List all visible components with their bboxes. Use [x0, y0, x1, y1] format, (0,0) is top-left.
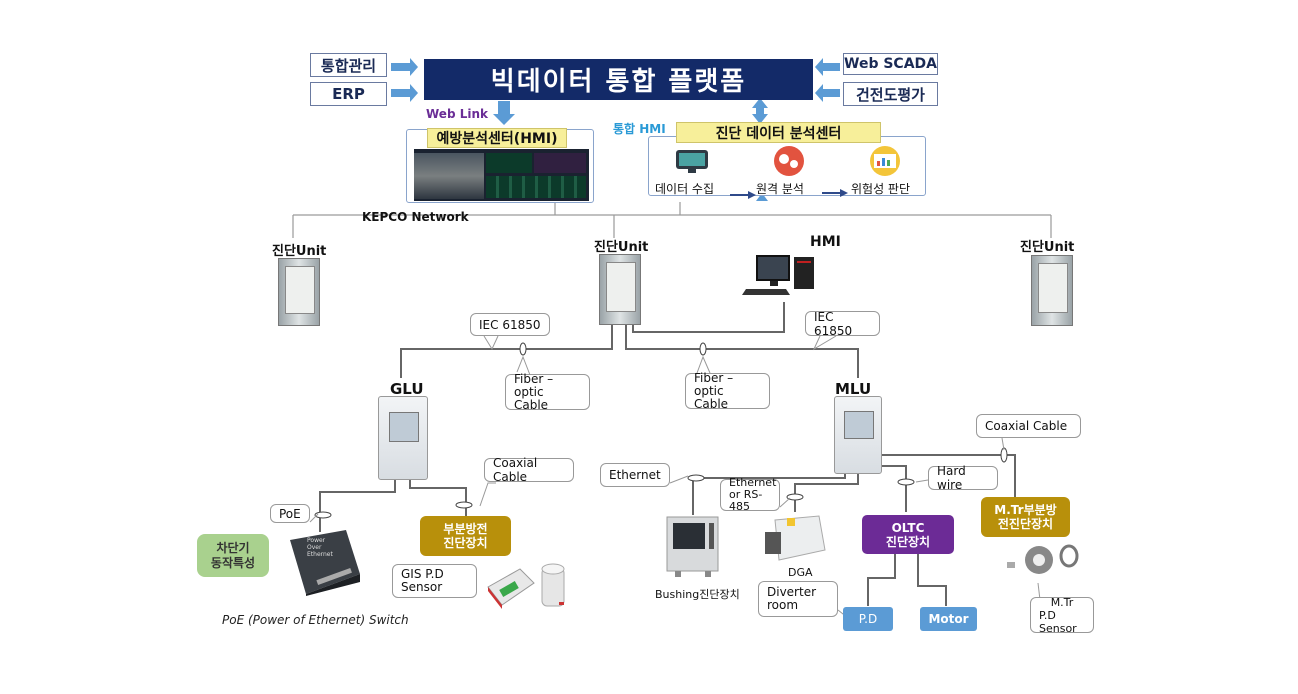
arrow-right-icon [730, 184, 756, 199]
monitor-icon [672, 149, 712, 175]
input-erp: ERP [310, 82, 387, 106]
network-label: KEPCO Network [362, 210, 469, 224]
coax-mlu-callout: Coaxial Cable [976, 414, 1081, 438]
motor-box: Motor [920, 607, 977, 631]
hmi-center-panel: 예방분석센터(HMI) [406, 128, 594, 203]
hmi-screen-image [414, 149, 589, 201]
poe-switch-caption: PoE (Power of Ethernet) Switch [222, 613, 409, 627]
input-health-eval: 건전도평가 [843, 82, 938, 106]
mtr-sensor-image [1005, 540, 1081, 582]
bushing-label: Bushing진단장치 [655, 588, 740, 601]
diag-center-title: 진단 데이터 분석센터 [676, 122, 881, 143]
unit-right-cabinet [1031, 255, 1073, 326]
unit-right-label: 진단Unit [1020, 240, 1075, 255]
gears-icon [768, 146, 810, 176]
ethernet-callout: Ethernet [600, 463, 670, 487]
hmi-link-label: 통합 HMI [613, 122, 666, 136]
step-risk: 위험성 판단 [851, 182, 911, 196]
hard-wire-callout: Hard wire [928, 464, 998, 492]
arrow-right-icon [822, 182, 848, 197]
sensor-cylinder-image [540, 562, 566, 610]
platform-title: 빅데이터 통합 플랫폼 [424, 59, 813, 100]
step-collect: 데이터 수집 [655, 182, 715, 196]
hmi-label: HMI [810, 234, 841, 250]
input-web-scada: Web SCADA [843, 53, 938, 75]
coax-glu-callout: Coaxial Cable [484, 456, 574, 484]
hmi-center-title: 예방분석센터(HMI) [427, 128, 567, 148]
web-link-label: Web Link [426, 107, 488, 121]
pd-box: P.D [843, 607, 893, 631]
bushing-device-image [665, 515, 720, 577]
unit-center-label: 진단Unit [594, 240, 649, 255]
input-integrated-mgmt: 통합관리 [310, 53, 387, 77]
protocol-left: IEC 61850 [470, 313, 550, 336]
unit-left-cabinet [278, 258, 320, 326]
unit-left-label: 진단Unit [272, 244, 327, 259]
glu-label: GLU [390, 380, 424, 398]
glu-cabinet [378, 396, 428, 480]
mlu-label: MLU [835, 380, 872, 398]
sensor-module-image [486, 563, 536, 609]
step-remote-analysis: 원격 분석 [756, 182, 804, 196]
dga-label: DGA [788, 566, 813, 579]
dashboard-icon [863, 146, 907, 176]
unit-center-cabinet [599, 254, 641, 325]
mlu-cabinet [834, 396, 882, 474]
dga-device-image [765, 514, 827, 564]
protocol-right: IEC 61850 [805, 310, 880, 338]
poe-callout: PoE [270, 504, 310, 523]
poe-switch-image [288, 530, 362, 596]
pc-icon [742, 253, 820, 297]
